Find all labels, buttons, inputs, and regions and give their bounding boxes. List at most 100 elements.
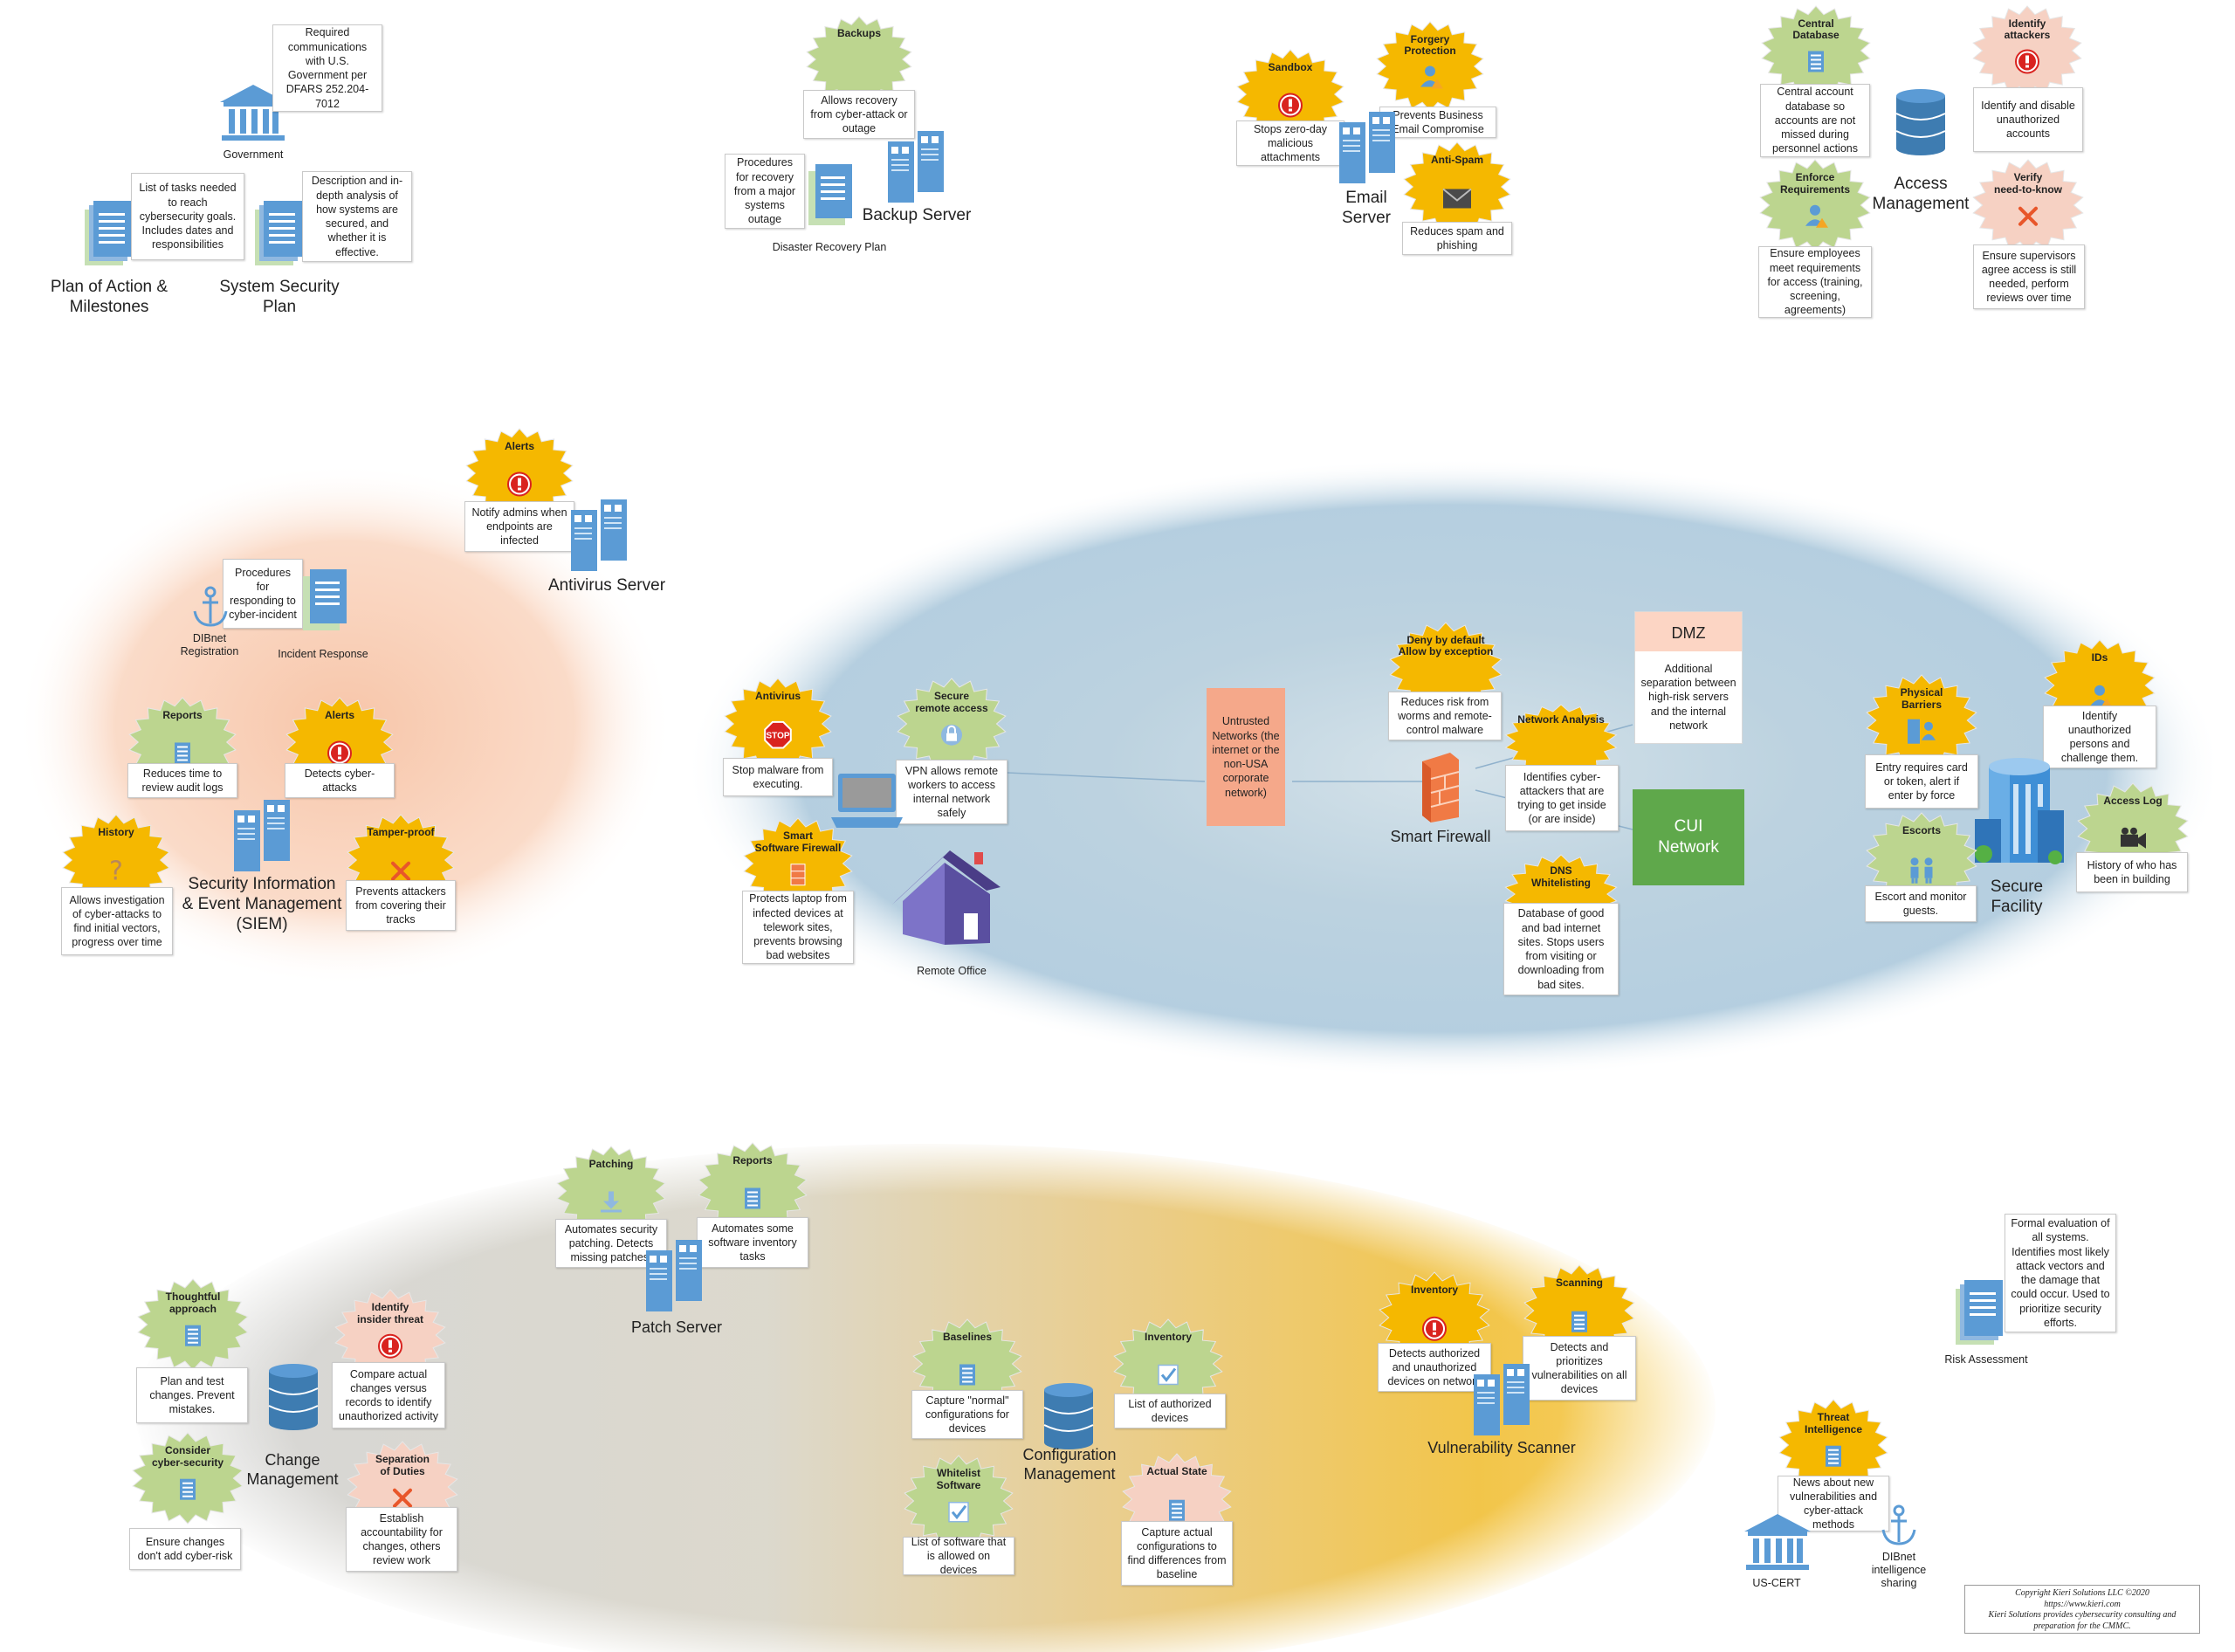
whitelist-software-desc: List of software that is allowed on devi…	[903, 1536, 1014, 1576]
burst-title: DNS Whitelisting	[1531, 864, 1591, 889]
antispam-desc: Reduces spam and phishing	[1402, 222, 1512, 255]
us-cert-label: US-CERT	[1752, 1577, 1801, 1589]
drp-desc: Procedures for recovery from a major sys…	[725, 154, 805, 229]
separation-of-duties-desc: Establish accountability for changes, ot…	[346, 1507, 457, 1572]
burst-title: Tamper-proof	[367, 825, 435, 838]
alerts-siem-desc: Detects cyber-attacks	[285, 763, 395, 798]
starburst-shape	[1866, 812, 1977, 905]
burst-title: Access Log	[2103, 794, 2163, 807]
burst-thoughtful-approach: Thoughtful approach	[136, 1278, 250, 1371]
burst-title: Enforce Requirements	[1779, 170, 1851, 196]
siem-label: Security Information & Event Management …	[182, 875, 342, 933]
remote-office-label: Remote Office	[917, 965, 987, 977]
starburst-shape	[743, 817, 853, 910]
consider-cybersecurity-desc: Ensure changes don't add cyber-risk	[129, 1528, 241, 1570]
burst-alerts-antivirus: Alerts	[464, 428, 574, 519]
burst-title: Reports	[162, 708, 203, 721]
central-database-desc: Central account database so accounts are…	[1760, 84, 1870, 157]
reports-patch-desc: Automates some software inventory tasks	[697, 1217, 808, 1268]
poam-label: Plan of Action & Milestones	[50, 278, 168, 316]
government-icon	[220, 85, 286, 141]
burst-title: Alerts	[324, 708, 354, 721]
risk-assessment-label: Risk Assessment	[1944, 1353, 2028, 1366]
burst-title: Baselines	[942, 1330, 993, 1343]
burst-title: History	[98, 825, 134, 838]
burst-title: Anti-Spam	[1431, 153, 1483, 166]
forgery-desc: Prevents Business Email Compromise	[1379, 107, 1496, 138]
change-management-label: Change Management	[246, 1451, 339, 1488]
starburst-shape	[137, 1278, 249, 1371]
identify-insider-threat-desc: Compare actual changes versus records to…	[332, 1362, 445, 1428]
starburst-shape	[1376, 21, 1484, 112]
dns-whitelisting-desc: Database of good and bad internet sites.…	[1503, 903, 1619, 995]
burst-title: Threat Intelligence	[1804, 1410, 1863, 1435]
incident-response-label: Incident Response	[278, 648, 368, 660]
risk-assessment-document-icon	[1956, 1280, 2003, 1345]
starburst-shape	[1759, 159, 1871, 251]
change-database-icon	[268, 1364, 319, 1430]
patch-server-label: Patch Server	[630, 1318, 723, 1336]
burst-secure-remote-access: Secure remote access	[896, 678, 1007, 770]
email-server-icon	[1339, 112, 1395, 183]
deny-by-default-desc: Reduces risk from worms and remote-contr…	[1388, 692, 1502, 740]
poam-desc: List of tasks needed to reach cybersecur…	[131, 173, 244, 260]
starburst-shape	[912, 1318, 1022, 1409]
copyright-box: Copyright Kieri Solutions LLC ©2020 http…	[1964, 1585, 2200, 1634]
sandbox-desc: Stops zero-day malicious attachments	[1236, 120, 1344, 166]
vulnerability-scanner-label: Vulnerability Scanner	[1427, 1439, 1576, 1456]
alerts-antivirus-desc: Notify admins when endpoints are infecte…	[464, 501, 574, 552]
dibnet-intelligence-label: DIBnet intelligence sharing	[1871, 1551, 1927, 1589]
physical-barriers-desc: Entry requires card or token, alert if e…	[1865, 754, 1978, 809]
inventory-vuln-desc: Detects authorized and unauthorized devi…	[1378, 1343, 1491, 1392]
burst-title: Scanning	[1555, 1276, 1603, 1289]
starburst-shape	[465, 428, 574, 519]
burst-baselines: Baselines	[911, 1318, 1023, 1409]
access-log-desc: History of who has been in building	[2076, 852, 2188, 892]
dmz-desc: Additional separation between high-risk …	[1635, 651, 1742, 743]
ssp-document-icon	[255, 201, 302, 265]
history-desc: Allows investigation of cyber-attacks to…	[61, 887, 173, 955]
burst-reports-patch: Reports	[697, 1142, 808, 1233]
copyright-line1: Copyright Kieri Solutions LLC ©2020	[2015, 1588, 2149, 1598]
svg-text:?: ?	[109, 857, 123, 887]
backup-server-icon	[888, 131, 944, 203]
cui-network-box: CUI Network	[1633, 789, 1744, 885]
threat-intelligence-desc: News about new vulnerabilities and cyber…	[1778, 1476, 1889, 1532]
burst-title: Actual State	[1146, 1464, 1207, 1477]
starburst-shape	[132, 1432, 244, 1525]
starburst-shape	[556, 1146, 666, 1236]
backup-server-label: Backup Server	[862, 206, 972, 224]
burst-title: Thoughtful approach	[165, 1290, 221, 1315]
enforce-requirements-desc: Ensure employees meet requirements for a…	[1758, 246, 1872, 318]
dmz-box: DMZ Additional separation between high-r…	[1634, 611, 1743, 744]
burst-title: Backups	[836, 27, 882, 39]
burst-title: Identify insider threat	[356, 1300, 424, 1325]
burst-escorts: Escorts	[1865, 812, 1978, 905]
burst-title: Sandbox	[1268, 60, 1313, 73]
us-cert-icon	[1744, 1514, 1811, 1570]
starburst-shape	[1523, 1264, 1635, 1357]
vulnerability-scanner-server-icon	[1474, 1364, 1530, 1435]
burst-title: Identify attackers	[2004, 17, 2051, 42]
burst-title: Physical Barriers	[1900, 685, 1943, 711]
network-analysis-desc: Identifies cyber-attackers that are tryi…	[1505, 765, 1619, 831]
incident-response-desc: Procedures for responding to cyber-incid…	[223, 559, 303, 629]
burst-title: Smart Software Firewall	[754, 829, 842, 854]
burst-consider-cybersecurity: Consider cyber-security	[131, 1432, 244, 1525]
burst-title: Forgery Protection	[1404, 32, 1456, 58]
burst-title: Escorts	[1901, 823, 1942, 836]
ssp-label: System Security Plan	[219, 278, 340, 316]
burst-deny-by-default: Deny by default Allow by exception	[1388, 622, 1503, 712]
burst-title: Network Analysis	[1517, 713, 1605, 726]
burst-title: Patching	[588, 1157, 634, 1170]
burst-title: Alerts	[504, 439, 534, 452]
configuration-management-label: Configuration Management	[1022, 1446, 1117, 1483]
dmz-title: DMZ	[1671, 624, 1706, 642]
burst-title: Inventory	[1144, 1330, 1192, 1343]
burst-title: Secure remote access	[915, 689, 988, 714]
patch-server-icon	[646, 1240, 702, 1311]
smart-firewall-label: Smart Firewall	[1390, 828, 1491, 845]
starburst-shape	[2077, 782, 2189, 875]
secure-remote-access-desc: VPN allows remote workers to access inte…	[896, 760, 1007, 824]
